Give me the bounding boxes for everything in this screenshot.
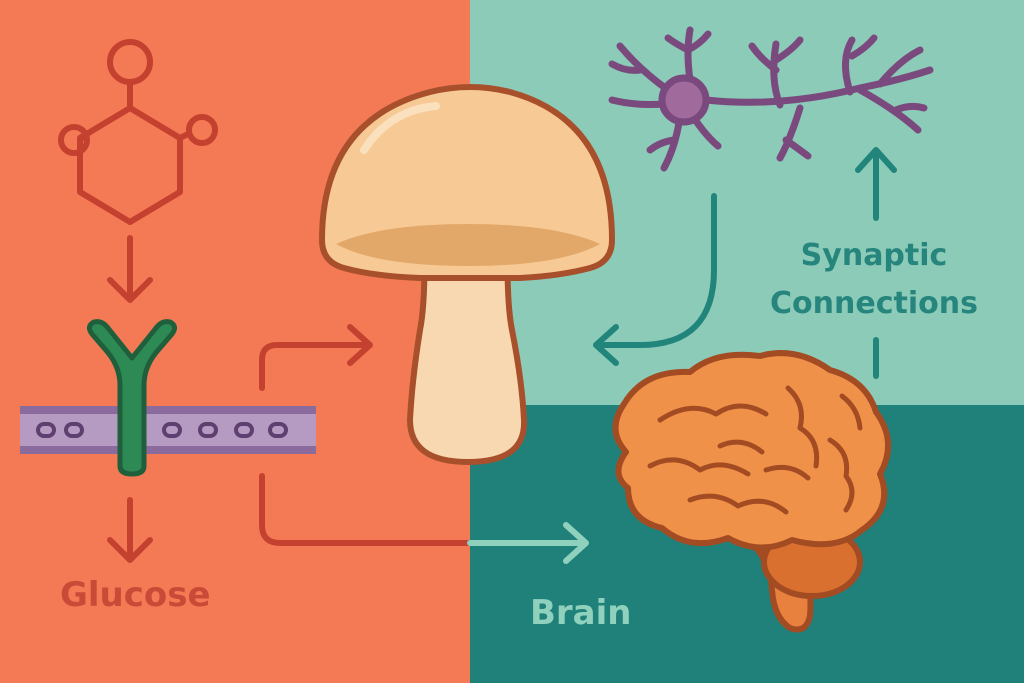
arrow-molecule-to-receptor xyxy=(107,235,153,303)
neuron-icon xyxy=(608,26,934,172)
synaptic-label-line2: Connections xyxy=(770,286,978,321)
arrow-brain-to-neuron xyxy=(855,147,897,379)
cell-membrane-icon xyxy=(20,406,316,454)
brain-label: Brain xyxy=(530,593,632,633)
synaptic-connections-label: Synaptic Connections xyxy=(764,232,984,328)
arrow-to-glucose xyxy=(107,497,153,563)
synaptic-label-line1: Synaptic xyxy=(800,238,948,273)
receptor-icon xyxy=(86,319,178,477)
glucose-molecule-icon xyxy=(58,39,218,225)
arrow-membrane-to-brain xyxy=(259,473,589,564)
brain-icon xyxy=(612,350,892,633)
mushroom-icon xyxy=(319,84,615,465)
arrow-membrane-to-mushroom xyxy=(259,324,373,391)
arrow-neuron-to-mushroom xyxy=(593,193,717,366)
glucose-label: Glucose xyxy=(60,575,211,615)
